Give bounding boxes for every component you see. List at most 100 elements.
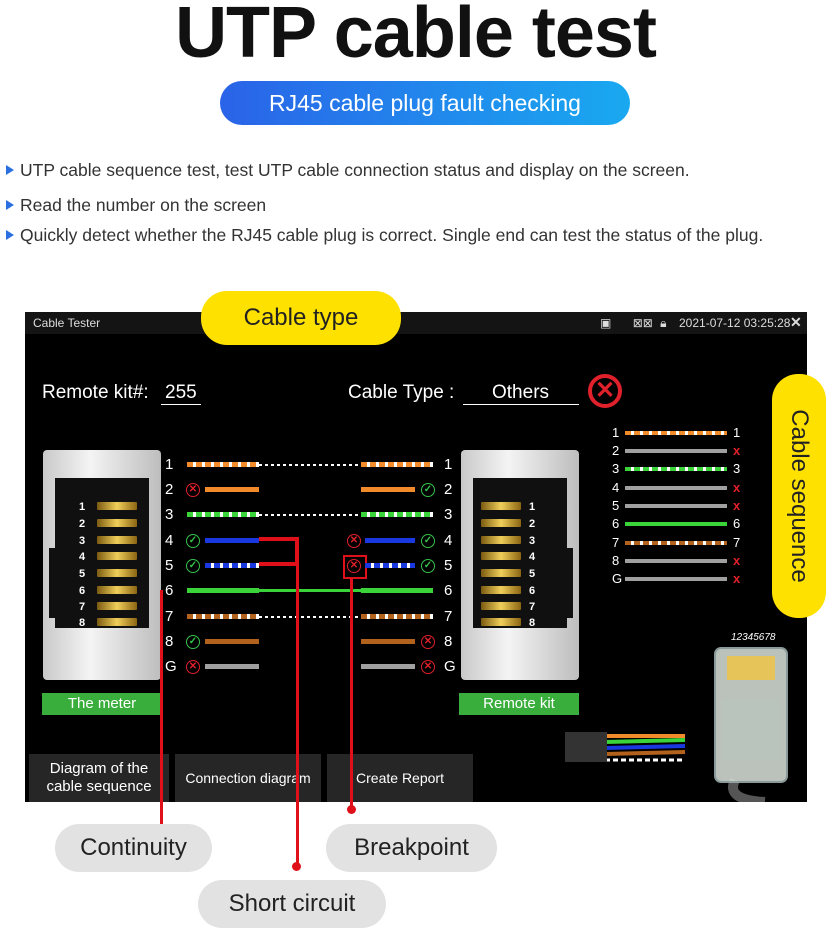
seq-left-label: 4 — [612, 480, 620, 495]
fault-x-icon: ✕ — [347, 534, 361, 548]
seq-right-label: 1 — [733, 425, 741, 440]
wire-5-left — [205, 563, 259, 568]
cable-type-error-icon: ✕ — [588, 374, 622, 408]
pin-label: 4 — [444, 532, 453, 549]
fault-x-icon: ✕ — [421, 660, 435, 674]
pin-label: G — [444, 658, 456, 675]
seq-right-label: x — [733, 443, 741, 458]
callout-continuity: Continuity — [55, 824, 212, 872]
seq-right-label: x — [733, 480, 741, 495]
seq-right-label: x — [733, 571, 741, 586]
seq-left-label: G — [612, 571, 623, 586]
short-circuit-link-top — [259, 537, 299, 541]
seq-wire — [625, 504, 727, 508]
continuity-pointer — [160, 590, 163, 824]
fault-x-icon: ✕ — [186, 483, 200, 497]
wire-1-right — [361, 462, 433, 467]
pin-label: 8 — [165, 633, 174, 650]
wire-6-link — [259, 589, 361, 592]
wire-7-left — [187, 614, 259, 619]
pin-label: 3 — [165, 506, 174, 523]
close-icon[interactable]: ✕ — [790, 314, 802, 330]
breakpoint-dot — [347, 805, 356, 814]
wire-1-left — [187, 462, 259, 467]
rj45-plug-illustration — [565, 647, 788, 802]
wire-g-right — [361, 664, 415, 669]
seq-left-label: 3 — [612, 461, 620, 476]
seq-right-label: 7 — [733, 535, 741, 550]
wire-7-link — [259, 616, 361, 618]
seq-wire — [625, 559, 727, 563]
tab-create-report[interactable]: Create Report — [327, 754, 473, 802]
seq-wire — [625, 486, 727, 490]
wire-5-right — [365, 563, 415, 568]
tab-cable-sequence-diagram[interactable]: Diagram of the cable sequence — [29, 754, 169, 802]
app-title: Cable Tester — [33, 316, 101, 330]
pin-label: G — [165, 658, 177, 675]
callout-cable-type: Cable type — [201, 291, 401, 345]
triangle-bullet-icon — [6, 230, 14, 240]
ok-check-icon: ✓ — [186, 534, 200, 548]
status-icons: ▣ ⊠⊠ 🔒︎ — [600, 316, 667, 331]
seq-wire — [625, 431, 727, 435]
wire-2-left — [205, 487, 259, 492]
wire-3-right — [361, 512, 433, 517]
wire-3-left — [187, 512, 259, 517]
wire-2-right — [361, 487, 415, 492]
short-circuit-link-vertical — [295, 537, 299, 565]
pin-label: 6 — [165, 582, 174, 599]
meter-connector: 1 2 3 4 5 6 7 8 — [43, 450, 161, 680]
wire-4-right — [365, 538, 415, 543]
short-circuit-dot — [292, 862, 301, 871]
seq-wire — [625, 467, 727, 471]
no-signal-icon: ⊠⊠ — [632, 316, 653, 330]
ok-check-icon: ✓ — [421, 483, 435, 497]
wire-6-right — [361, 588, 433, 593]
pin-label: 2 — [165, 481, 174, 498]
meter-button[interactable]: The meter — [42, 693, 162, 715]
cable-type-underline — [463, 404, 579, 405]
seq-left-label: 2 — [612, 443, 620, 458]
tester-screen: Cable Tester ▣ ⊠⊠ 🔒︎ 2021-07-12 03:25:28… — [25, 312, 807, 802]
ok-check-icon: ✓ — [186, 559, 200, 573]
tab-connection-diagram[interactable]: Connection diagram — [175, 754, 321, 802]
seq-left-label: 8 — [612, 553, 620, 568]
wire-g-left — [205, 664, 259, 669]
lock-icon: 🔒︎ — [660, 316, 667, 330]
seq-wire — [625, 522, 727, 526]
wire-8-right — [361, 639, 415, 644]
seq-left-label: 1 — [612, 425, 620, 440]
wire-1-link — [259, 464, 361, 466]
pin-label: 7 — [165, 608, 174, 625]
wire-4-left — [205, 538, 259, 543]
image-icon: ▣ — [600, 316, 612, 330]
pin-label: 8 — [444, 633, 453, 650]
seq-right-label: 6 — [733, 516, 741, 531]
datetime: 2021-07-12 03:25:28 — [679, 316, 791, 330]
pin-label: 5 — [444, 557, 453, 574]
cable-type-label: Cable Type : — [348, 382, 455, 403]
remote-kit-button[interactable]: Remote kit — [459, 693, 579, 715]
callout-breakpoint: Breakpoint — [326, 824, 497, 872]
pin-label: 2 — [444, 481, 453, 498]
callout-cable-sequence: Cable sequence — [772, 374, 826, 618]
breakpoint-pointer — [350, 577, 353, 807]
cable-type-value: Others — [492, 382, 550, 403]
wire-6-left — [187, 588, 259, 593]
ok-check-icon: ✓ — [421, 559, 435, 573]
pin-label: 5 — [165, 557, 174, 574]
fault-x-icon: ✕ — [421, 635, 435, 649]
ok-check-icon: ✓ — [186, 635, 200, 649]
seq-wire — [625, 449, 727, 453]
pin-label: 4 — [165, 532, 174, 549]
plug-pin-order: 12345678 — [731, 632, 776, 643]
remote-kit-value: 255 — [165, 382, 197, 403]
short-circuit-pointer — [296, 562, 299, 864]
pin-label: 1 — [165, 456, 174, 473]
wire-7-right — [361, 614, 433, 619]
triangle-bullet-icon — [6, 200, 14, 210]
ok-check-icon: ✓ — [421, 534, 435, 548]
seq-left-label: 7 — [612, 535, 620, 550]
short-circuit-link-bottom — [259, 562, 299, 566]
fault-x-icon: ✕ — [186, 660, 200, 674]
